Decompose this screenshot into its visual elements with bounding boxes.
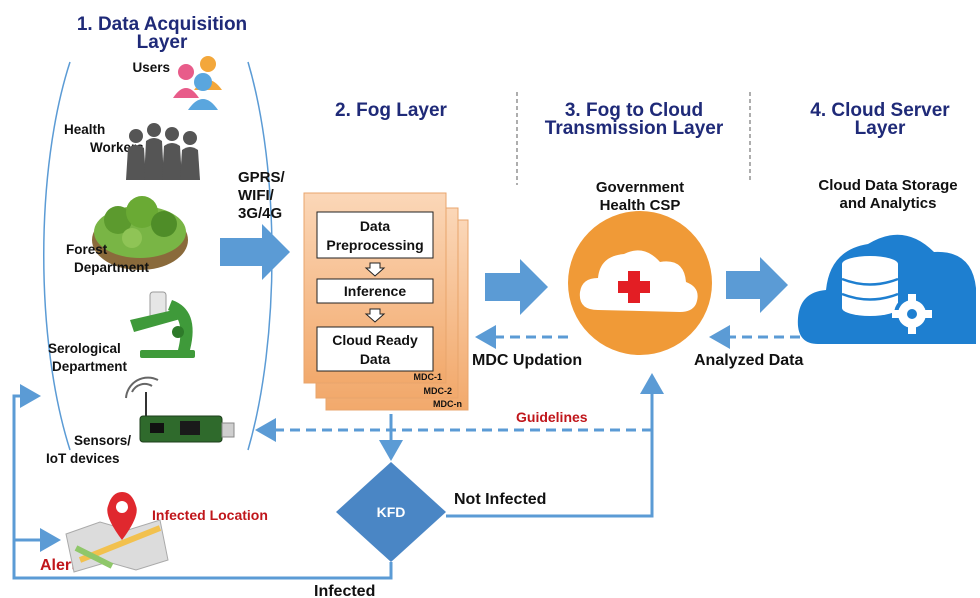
arrow-acquisition-to-fog bbox=[220, 224, 290, 280]
cloud-ready-line1: Cloud Ready bbox=[332, 332, 418, 348]
forest-department-label: Forest Department bbox=[66, 242, 150, 275]
layer-1-title-line1: 1. Data Acquisition bbox=[77, 14, 247, 35]
layer-1-title-line2: Layer bbox=[137, 32, 188, 53]
health-cloud-icon bbox=[579, 250, 698, 312]
svg-text:3G/4G: 3G/4G bbox=[238, 205, 282, 222]
location-pin-icon bbox=[107, 492, 137, 540]
data-preprocessing-box bbox=[316, 211, 434, 259]
acquisition-bracket-left bbox=[43, 61, 71, 451]
svg-text:and Analytics: and Analytics bbox=[840, 195, 937, 212]
layer-4-title-line2: Layer bbox=[855, 118, 906, 139]
microscope-icon bbox=[130, 291, 195, 358]
database-icon bbox=[841, 256, 899, 316]
network-label: GPRS/ WIFI/ 3G/4G bbox=[238, 169, 286, 222]
mdc-2-label: MDC-2 bbox=[424, 386, 453, 396]
svg-text:IoT devices: IoT devices bbox=[46, 451, 120, 466]
layer-2-title: 2. Fog Layer bbox=[335, 100, 448, 121]
layer-3-title-line2: Transmission Layer bbox=[545, 118, 724, 139]
infected-location-label: Infected Location bbox=[152, 507, 268, 523]
users-icon bbox=[173, 56, 222, 110]
mdc-updation-label: MDC Updation bbox=[472, 352, 582, 369]
data-preprocessing-line1: Data bbox=[360, 218, 391, 234]
infected-label: Infected bbox=[314, 583, 375, 598]
not-infected-arrow bbox=[446, 373, 664, 518]
health-workers-icon bbox=[126, 123, 200, 180]
not-infected-label: Not Infected bbox=[454, 491, 546, 508]
layer-1-title: 1. Data Acquisition Layer bbox=[77, 14, 247, 53]
svg-text:Forest: Forest bbox=[66, 242, 108, 257]
data-preprocessing-line2: Preprocessing bbox=[326, 237, 423, 253]
cloud-ready-data-box bbox=[316, 326, 434, 372]
sensors-label: Sensors/ IoT devices bbox=[46, 433, 131, 466]
layer-3-title: 3. Fog to Cloud Transmission Layer bbox=[545, 100, 724, 139]
svg-text:Department: Department bbox=[74, 260, 150, 275]
users-label: Users bbox=[132, 60, 170, 75]
svg-text:Cloud Data Storage: Cloud Data Storage bbox=[818, 177, 957, 194]
arrow-fog-to-csp bbox=[485, 259, 548, 315]
analyzed-data-label: Analyzed Data bbox=[694, 352, 803, 369]
svg-text:Health CSP: Health CSP bbox=[600, 197, 681, 214]
mdc-n-label: MDC-n bbox=[433, 399, 462, 409]
csp-label: Government Health CSP bbox=[596, 179, 684, 214]
svg-text:GPRS/: GPRS/ bbox=[238, 169, 286, 186]
arrow-csp-to-cloud bbox=[726, 257, 788, 313]
down-arrow-icon bbox=[364, 262, 386, 277]
infected-alert-arrow bbox=[12, 384, 393, 580]
svg-text:Health: Health bbox=[64, 122, 105, 137]
iot-sensor-icon bbox=[125, 376, 235, 443]
cloud-storage-label: Cloud Data Storage and Analytics bbox=[818, 177, 957, 212]
kfd-decision-label: KFD bbox=[377, 504, 406, 520]
svg-text:Department: Department bbox=[52, 359, 128, 374]
layer-4-title: 4. Cloud Server Layer bbox=[810, 100, 950, 139]
svg-text:Sensors/: Sensors/ bbox=[74, 433, 131, 448]
inference-box bbox=[316, 278, 434, 304]
cloud-ready-line2: Data bbox=[360, 351, 391, 367]
svg-text:WIFI/: WIFI/ bbox=[238, 187, 275, 204]
serological-department-label: Serological Department bbox=[48, 341, 128, 374]
gear-icon bbox=[892, 294, 932, 334]
map-icon bbox=[65, 519, 169, 573]
down-arrow-icon bbox=[364, 308, 386, 323]
layer-3-title-line1: 3. Fog to Cloud bbox=[565, 100, 703, 121]
layer-4-title-line1: 4. Cloud Server bbox=[810, 100, 950, 121]
guidelines-label: Guidelines bbox=[516, 409, 588, 425]
fog-node-stack: Data Preprocessing Inference Cloud Ready… bbox=[303, 192, 469, 411]
kfd-decision-diamond bbox=[336, 462, 446, 562]
inference-label: Inference bbox=[344, 283, 406, 299]
svg-text:Government: Government bbox=[596, 179, 684, 196]
forest-icon bbox=[92, 196, 188, 270]
svg-text:Serological: Serological bbox=[48, 341, 121, 356]
mdc-1-label: MDC-1 bbox=[414, 372, 443, 382]
alert-label: Alert bbox=[40, 557, 77, 574]
